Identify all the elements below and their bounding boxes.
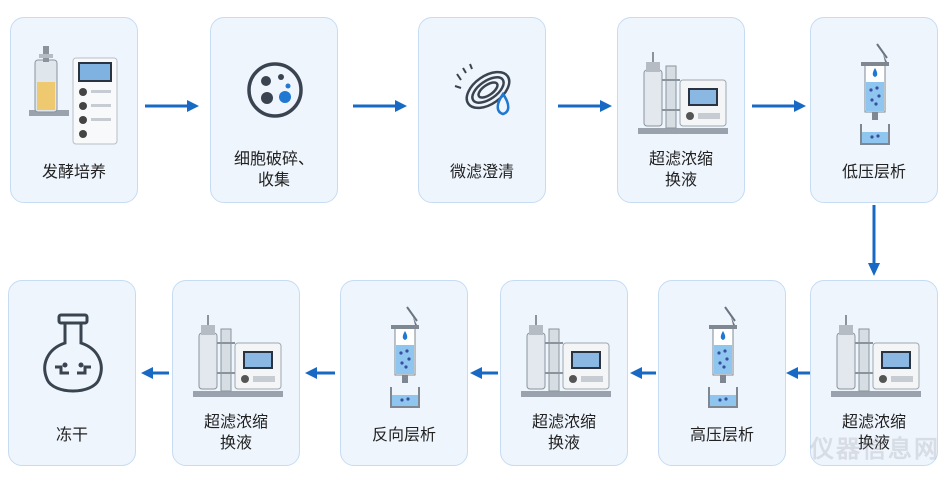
flow-arrow (470, 367, 498, 379)
chromatography-column-icon (825, 40, 925, 150)
ultrafiltration-system-icon (825, 303, 925, 413)
step-card-reverse-phase-chromatography: 反向层析 (340, 280, 468, 466)
step-label: 微滤澄清 (449, 162, 514, 181)
cell-disruption-icon (225, 40, 325, 150)
step-card-ultrafiltration-2: 超滤浓缩换液 (810, 280, 938, 466)
step-label: 超滤浓缩换液 (841, 412, 906, 452)
flow-arrow (558, 100, 612, 112)
step-label: 发酵培养 (41, 162, 106, 181)
ultrafiltration-system-icon (632, 40, 732, 150)
flow-arrow (353, 100, 407, 112)
step-label: 细胞破碎、收集 (233, 149, 314, 189)
flow-arrow (145, 100, 199, 112)
step-label: 超滤浓缩换液 (648, 149, 713, 189)
step-label: 超滤浓缩换液 (203, 412, 268, 452)
step-label: 反向层析 (371, 425, 436, 444)
ultrafiltration-system-icon (187, 303, 287, 413)
flow-arrow (141, 367, 169, 379)
step-label: 超滤浓缩换液 (531, 412, 596, 452)
chromatography-column-icon (673, 303, 773, 413)
ultrafiltration-system-icon (515, 303, 615, 413)
chromatography-column-icon (355, 303, 455, 413)
flow-arrow (786, 367, 810, 379)
step-card-low-pressure-chromatography: 低压层析 (810, 17, 938, 203)
flow-arrow (305, 367, 335, 379)
watermark: 仪器信息网 (810, 435, 940, 463)
step-card-high-pressure-chromatography: 高压层析 (658, 280, 786, 466)
flow-arrow (630, 367, 656, 379)
step-card-cell-disruption: 细胞破碎、收集 (210, 17, 338, 203)
step-card-ultrafiltration-4: 超滤浓缩换液 (172, 280, 300, 466)
lyophilization-flask-icon (23, 303, 123, 413)
step-card-fermentation: 发酵培养 (10, 17, 138, 203)
step-card-ultrafiltration-1: 超滤浓缩换液 (617, 17, 745, 203)
step-label: 低压层析 (841, 162, 906, 181)
step-card-freeze-drying: 冻干 (8, 280, 136, 466)
step-card-ultrafiltration-3: 超滤浓缩换液 (500, 280, 628, 466)
step-card-microfiltration: 微滤澄清 (418, 17, 546, 203)
flow-arrow-down (868, 205, 880, 276)
microfiltration-icon (433, 40, 533, 150)
step-label: 高压层析 (689, 425, 754, 444)
bioreactor-icon (25, 40, 125, 150)
flow-arrow (752, 100, 806, 112)
step-label: 冻干 (55, 425, 88, 444)
